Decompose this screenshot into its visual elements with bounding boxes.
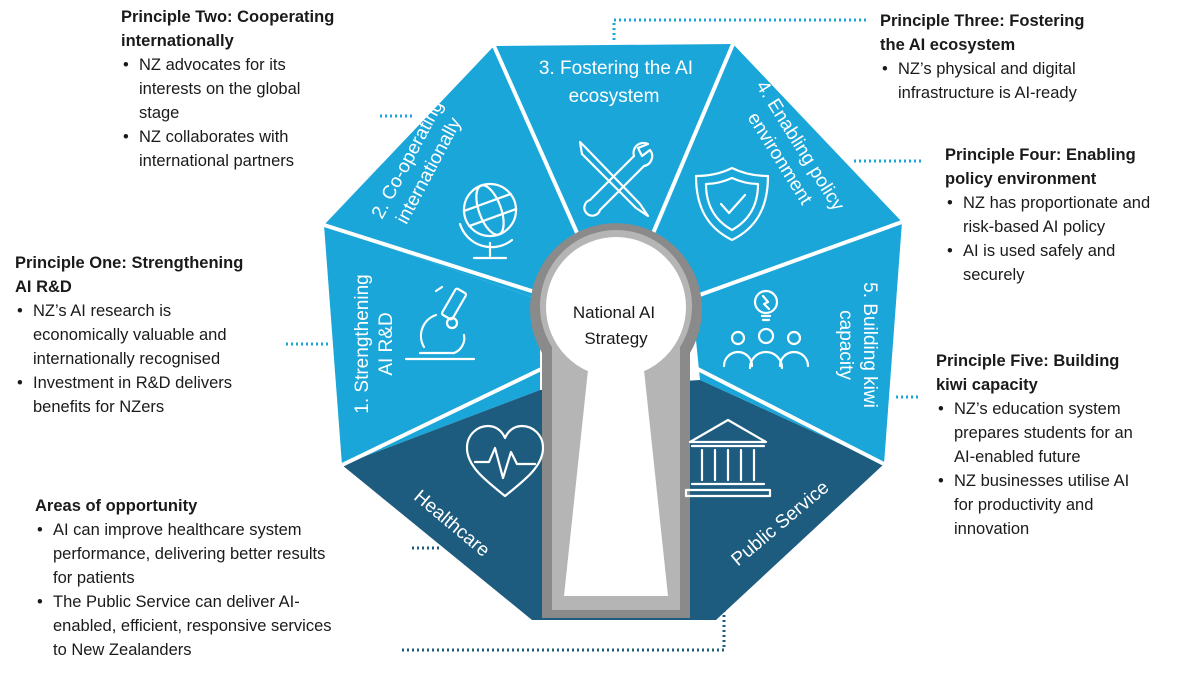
segment-1-strengthening-ai-rd[interactable]: [324, 225, 540, 465]
areas-of-opportunity-title: Areas of opportunity: [35, 497, 198, 515]
segment-1-label: 1. Strengthening AI R&D: [352, 274, 397, 413]
connector-opportunity-public-service: [402, 600, 726, 652]
keyhole-slot: [564, 370, 668, 596]
svg-text:AI R&D: AI R&D: [376, 312, 397, 375]
areas-of-opportunity-bullets: AI can improve healthcare systemperforma…: [35, 518, 395, 662]
segment-3-label: 3. Fostering the AI ecosystem: [539, 58, 693, 107]
svg-text:5. Building kiwi: 5. Building kiwi: [859, 282, 880, 408]
segment-3-fostering-ai-ecosystem[interactable]: [494, 44, 733, 255]
svg-text:ecosystem: ecosystem: [569, 86, 660, 107]
center-label-line1: National AI: [573, 303, 655, 322]
svg-text:capacity: capacity: [835, 310, 856, 380]
bullet-item: The Public Service can deliver AI-enable…: [35, 590, 395, 662]
segment-healthcare[interactable]: [342, 390, 540, 620]
bullet-item: NZ’s physical and digitalinfrastructure …: [880, 57, 1180, 105]
keyhole: National AI Strategy: [530, 223, 702, 619]
bullet-item: AI can improve healthcare systemperforma…: [35, 518, 395, 590]
segment-2-cooperating-internationally[interactable]: [324, 46, 582, 300]
tools-icon: [578, 140, 654, 218]
connector-principle-three: [612, 18, 866, 40]
microscope-icon: [404, 285, 476, 361]
areas-of-opportunity-block: Areas of opportunity AI can improve heal…: [35, 494, 395, 662]
people-idea-icon: [722, 289, 810, 370]
heart-pulse-icon: [465, 424, 545, 498]
svg-text:1. Strengthening: 1. Strengthening: [352, 274, 373, 413]
segment-separators: [323, 43, 903, 467]
principle-three-bullets: NZ’s physical and digitalinfrastructure …: [880, 57, 1180, 105]
government-building-icon: [684, 418, 772, 498]
globe-icon: [458, 182, 518, 260]
center-label-line2: Strategy: [584, 329, 648, 348]
segment-4-enabling-policy-environment[interactable]: [647, 44, 902, 300]
keyhole-circle: [546, 237, 686, 377]
shield-check-icon: [694, 166, 770, 242]
segment-5-label: 5. Building kiwi capacity: [835, 282, 880, 408]
svg-text:3. Fostering the AI: 3. Fostering the AI: [539, 58, 693, 79]
segment-public-service[interactable]: [690, 380, 884, 620]
